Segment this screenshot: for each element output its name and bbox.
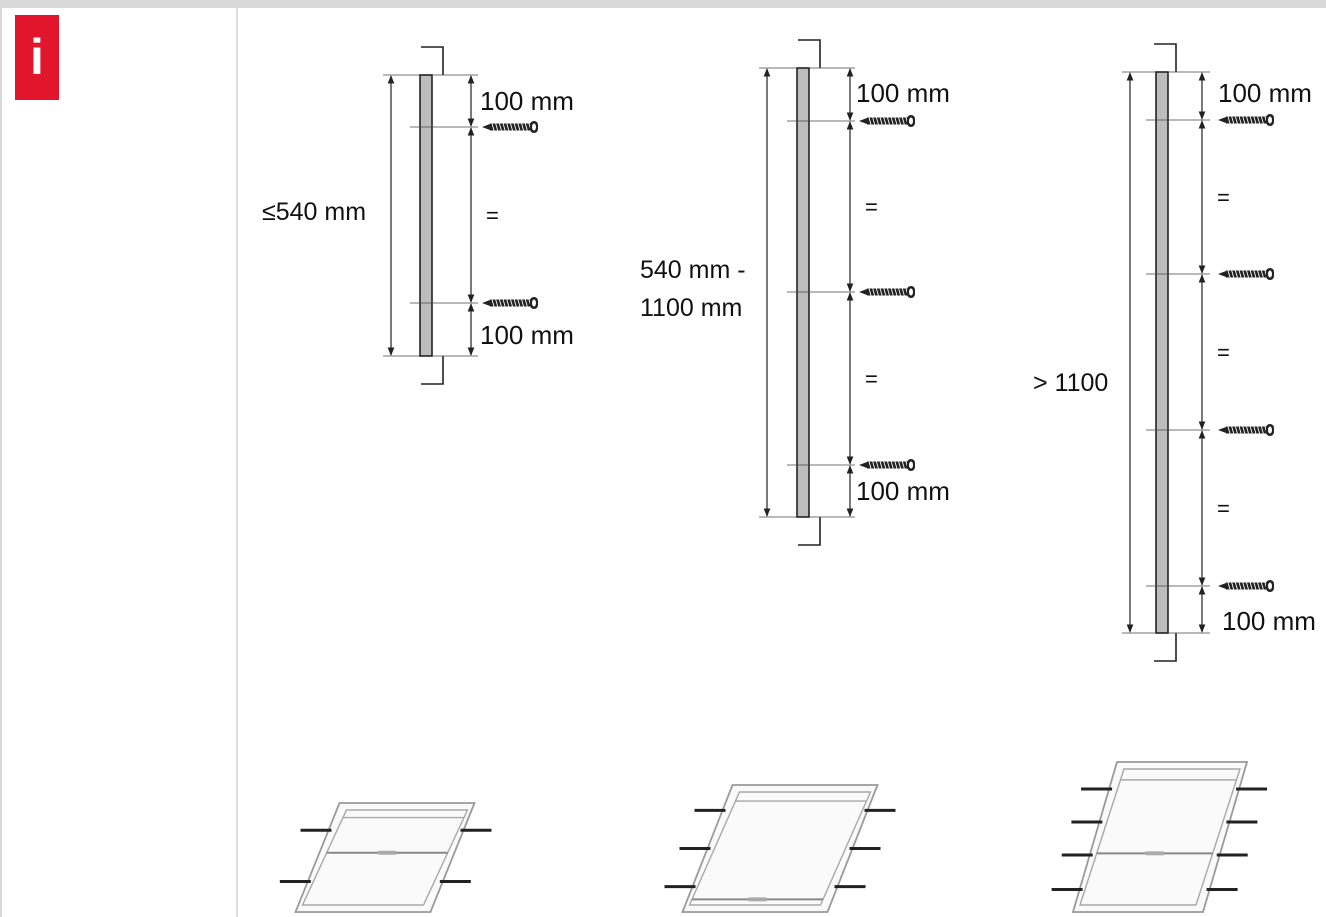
column-divider <box>236 8 238 917</box>
edge-distance-bottom-label: 100 mm <box>480 320 574 350</box>
equal-spacing-symbol: = <box>1217 496 1230 521</box>
rail <box>419 74 433 357</box>
left-border <box>0 0 2 917</box>
top-border <box>0 0 1326 8</box>
equal-spacing-symbol: = <box>865 367 878 392</box>
edge-distance-top-label: 100 mm <box>856 78 950 108</box>
equal-spacing-symbol: = <box>865 195 878 220</box>
screw-icon <box>482 297 538 309</box>
window-outer-frame <box>681 784 879 913</box>
screw-icon <box>1218 268 1274 280</box>
bracket-top <box>421 46 444 75</box>
screw-icon <box>859 286 915 298</box>
screw-icon <box>1218 580 1274 592</box>
equal-spacing-symbol: = <box>1217 340 1230 365</box>
edge-distance-top-label: 100 mm <box>1218 78 1312 108</box>
screw-icon <box>1218 114 1274 126</box>
mounting-panel-2: 540 mm - 1100 mm 100 mm 100 mm = = <box>640 39 950 546</box>
edge-distance-bottom-label: 100 mm <box>856 476 950 506</box>
bracket-bottom <box>798 517 821 546</box>
window-inner-frame <box>1079 768 1241 906</box>
blind-handle <box>1145 851 1164 856</box>
bracket-top <box>1154 43 1177 72</box>
length-label-line: 1100 mm <box>640 294 742 322</box>
screw-icon <box>1218 424 1274 436</box>
rail <box>796 67 810 518</box>
length-label: > 1100 <box>1033 369 1108 397</box>
length-label: ≤540 mm <box>262 198 366 226</box>
screw-icon <box>859 115 915 127</box>
window-frame-icon <box>279 802 492 913</box>
window-outer-frame <box>1071 761 1249 913</box>
bracket-top <box>798 39 821 68</box>
edge-distance-top-label: 100 mm <box>480 86 574 116</box>
bracket-bottom <box>421 356 444 385</box>
screw-icon <box>482 121 538 133</box>
edge-distance-bottom-label: 100 mm <box>1222 606 1316 636</box>
length-label-line: > 1100 <box>1033 369 1108 397</box>
length-label: 540 mm - 1100 mm <box>640 256 746 322</box>
length-label-line: 540 mm - <box>640 256 746 284</box>
screw-icon <box>859 459 915 471</box>
window-outer-frame <box>294 802 476 913</box>
equal-spacing-symbol: = <box>486 203 499 228</box>
bracket-bottom <box>1154 633 1177 662</box>
info-icon: i <box>15 15 59 100</box>
window-frame-icon <box>664 784 896 913</box>
length-label-line: ≤540 mm <box>262 198 366 226</box>
blind-handle <box>748 897 767 902</box>
blind-handle <box>378 850 397 855</box>
window-frame-icon <box>1051 761 1268 913</box>
equal-spacing-symbol: = <box>1217 185 1230 210</box>
window-inner-frame <box>688 791 872 906</box>
rail <box>1155 71 1169 634</box>
mounting-panel-1: ≤540 mm 100 mm 100 mm = <box>262 46 574 385</box>
window-inner-frame <box>301 809 469 906</box>
mounting-panel-3: > 1100 100 mm 100 mm = = = <box>1033 43 1316 662</box>
